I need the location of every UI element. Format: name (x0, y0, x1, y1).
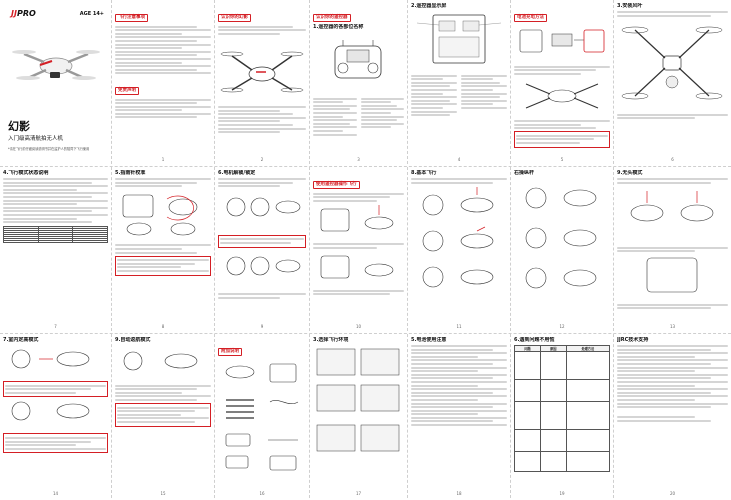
know-remote-tag: 认识你的遥控器 (313, 14, 351, 22)
page-number: 20 (669, 491, 676, 496)
remote-display-diagram (416, 14, 502, 64)
page-number: 14 (52, 491, 59, 496)
page-16: 附加说明 16 (215, 334, 310, 498)
flight-mode-table (3, 226, 108, 244)
row-divider (0, 333, 731, 334)
takeoff-diagram (320, 205, 394, 232)
page-9: 6.电机解锁/锁定 9 (215, 167, 310, 331)
page-18: 5.电池使用注意 18 (408, 334, 511, 498)
page-number: 17 (355, 491, 362, 496)
battery-charge-tag: 电池充电方法 (514, 14, 547, 22)
page-number: 9 (260, 324, 264, 329)
page-20: JJRC技术支持 20 (614, 334, 731, 498)
drone-battery-diagram (525, 83, 599, 109)
page-number: 18 (456, 491, 462, 496)
altitude-hold-diagram (11, 349, 90, 369)
flight-mode-heading: 4.飞行模式状态说明 (3, 170, 49, 176)
disclaimer-tag: 免责声明 (115, 86, 139, 95)
page-number: 16 (259, 491, 265, 496)
remote-parts-heading: 1.遥控器的各部位名称 (313, 24, 364, 30)
page-10: 使用遥控器操作飞行 10 (310, 167, 408, 331)
row-1: JJPRO AGE 14+ 幻影 入门级高清航拍无人机 *请在飞行前仔细阅读说明… (0, 0, 731, 166)
landing-diagram (320, 255, 394, 279)
page-number: 5 (560, 157, 564, 162)
gps-mode-diagram (11, 402, 90, 421)
safety-tag: 飞行注意事项 (115, 14, 148, 22)
page-3: 认识你的遥控器 1.遥控器的各部位名称 3 (310, 0, 408, 164)
page-15: 9.自动返航模式 15 (112, 334, 215, 498)
page-14: 7.室内定高模式 14 (0, 334, 112, 498)
right-stick-heading: 右操纵杆 (514, 170, 535, 176)
page-number: 10 (355, 324, 362, 329)
page-11: 8.基本飞行 11 (408, 167, 511, 331)
row-3: 7.室内定高模式 14 9.自动返航模式 15 (0, 334, 731, 500)
page-number: 3 (357, 157, 360, 162)
page-13: 9.无头模式 13 (614, 167, 731, 331)
headless-mode-heading: 9.无头模式 (617, 170, 643, 176)
page-number: 8 (161, 324, 165, 329)
page-number: 2 (260, 157, 264, 162)
page-number: 4 (457, 157, 461, 162)
motor-lock-heading: 6.电机解锁/锁定 (218, 170, 256, 176)
page-6: 3.安装风叶 6 (614, 0, 731, 164)
auto-return-diagram (123, 351, 198, 371)
page-19: 6.遇到问题不用慌 问题 原因 处理方法 19 (511, 334, 614, 498)
page-4: 2.遥控器显示屏 4 (408, 0, 511, 164)
accessories-tag: 附加说明 (218, 348, 242, 356)
page-12: 右操纵杆 12 (511, 167, 614, 331)
page-7: 4.飞行模式状态说明 7 (0, 167, 112, 331)
page-number: 11 (456, 324, 462, 329)
row-divider (0, 166, 731, 167)
page-number: 7 (54, 324, 57, 329)
page-5: 电池充电方法 5 (511, 0, 614, 164)
headless-mode-diagram (630, 191, 714, 222)
page-number: 19 (559, 491, 565, 496)
basic-flight-heading: 8.基本飞行 (411, 170, 437, 176)
page-2: 认识你的幻影 2 (215, 0, 310, 164)
motor-unlock-diagram (226, 197, 301, 217)
tech-support-heading: JJRC技术支持 (617, 337, 649, 343)
cover-title: 幻影 (8, 120, 30, 133)
page-number: 12 (559, 324, 565, 329)
basic-flight-diagram (422, 187, 494, 288)
remote-flight-tag: 使用遥控器操作飞行 (313, 181, 360, 189)
page-number: 15 (160, 491, 166, 496)
flight-environment-diagram (316, 348, 400, 452)
troubleshooting-table: 问题 原因 处理方法 (514, 345, 611, 472)
compass-calibration-diagram (122, 194, 198, 236)
troubleshooting-heading: 6.遇到问题不用慌 (514, 337, 555, 343)
age-label: AGE 14+ (79, 10, 104, 17)
remote-display-heading: 2.遥控器显示屏 (411, 3, 447, 9)
remote-controller-diagram (334, 40, 382, 79)
accessories-diagram (225, 363, 299, 471)
cover-panel: JJPRO AGE 14+ 幻影 入门级高清航拍无人机 *请在飞行前仔细阅读说明… (0, 0, 112, 164)
page-17: 3.选择飞行环境 17 (310, 334, 408, 498)
motor-lock-diagram (226, 256, 301, 275)
cover-subtitle: 入门级高清航拍无人机 (8, 136, 64, 142)
right-stick-diagram (525, 187, 597, 289)
propeller-install-diagram (621, 26, 723, 100)
headless-remote-diagram (646, 257, 698, 293)
page-number: 1 (161, 157, 165, 162)
cover-note: *请在飞行前仔细阅读说明书并在监护人的陪同下飞行使用 (8, 147, 90, 151)
install-props-heading: 3.安装风叶 (617, 3, 643, 9)
battery-notes-heading: 5.电池使用注意 (411, 337, 447, 343)
altitude-hold-heading: 7.室内定高模式 (3, 337, 39, 343)
auto-return-heading: 9.自动返航模式 (115, 337, 151, 343)
row-2: 4.飞行模式状态说明 7 5.指南针校准 (0, 167, 731, 333)
drone-diagram (220, 52, 304, 93)
page-8: 5.指南针校准 8 (112, 167, 215, 331)
flight-environment-heading: 3.选择飞行环境 (313, 337, 349, 343)
page-number: 6 (671, 157, 674, 162)
compass-calibration-heading: 5.指南针校准 (115, 170, 146, 176)
drone-cover-image (12, 50, 100, 80)
brand-logo: JJPRO (11, 9, 36, 18)
page-number: 13 (669, 324, 676, 329)
know-drone-tag: 认识你的幻影 (218, 14, 251, 22)
battery-charge-diagram (519, 29, 605, 53)
page-1: 飞行注意事项 免责声明 1 (112, 0, 215, 164)
